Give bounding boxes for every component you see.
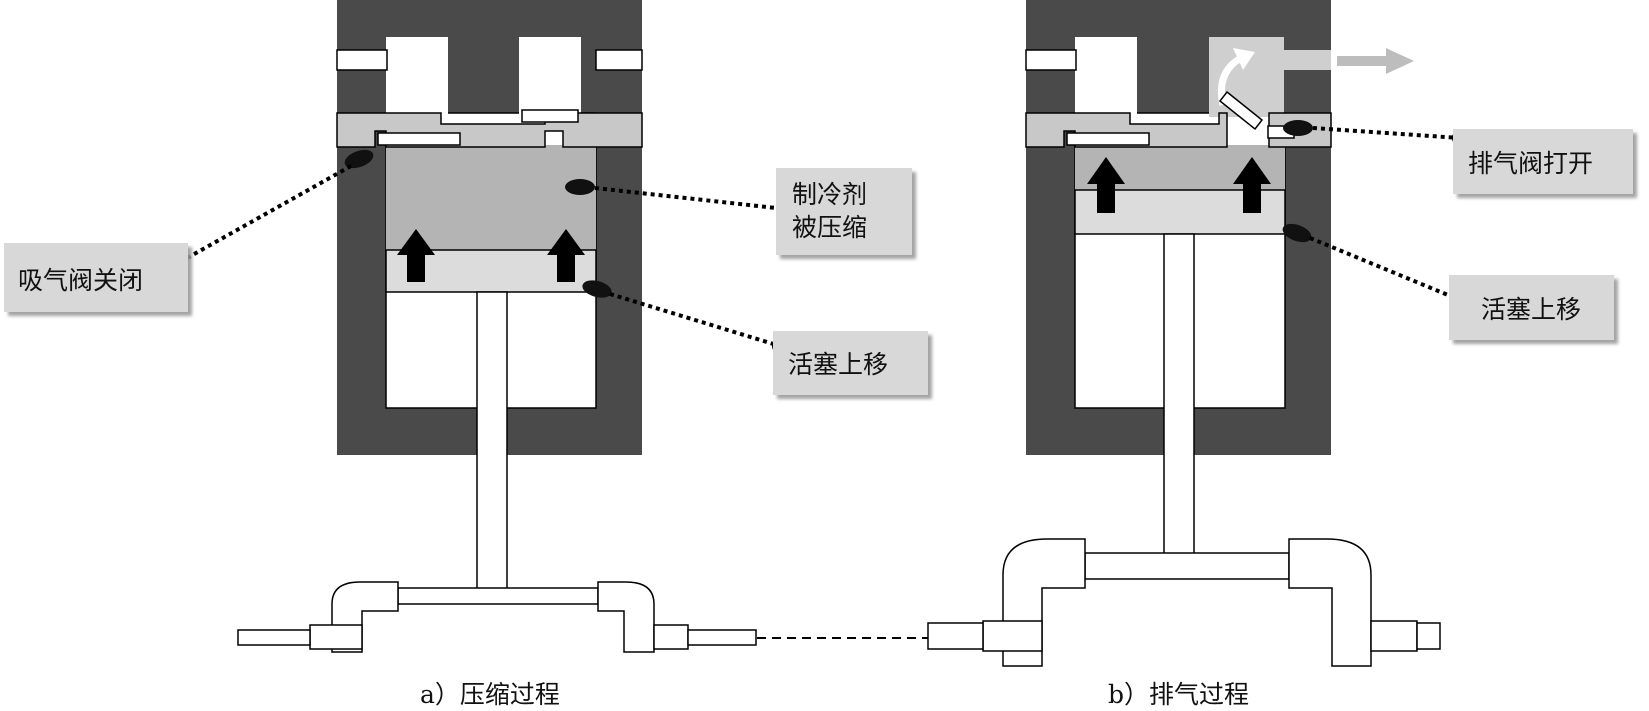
suction-valve-label: 吸气阀关闭 <box>18 266 143 295</box>
piston-label: 活塞上移 <box>788 350 888 379</box>
suction-port <box>1075 37 1137 117</box>
leader-suction <box>179 164 352 264</box>
callout-box-refrigerant <box>776 168 912 255</box>
shaft-stub-left <box>927 622 984 650</box>
callout-box-discharge <box>1453 129 1633 194</box>
valve-open-arrowhead <box>1233 48 1255 70</box>
suction-port <box>386 37 448 117</box>
callout-box-piston <box>773 331 928 395</box>
callout-box-suction <box>4 243 188 312</box>
caption-compression: a）压缩过程 <box>420 680 560 709</box>
leader-piston <box>1309 236 1461 302</box>
pointer-hand-icon <box>565 179 595 195</box>
piston-label: 活塞上移 <box>1481 295 1581 324</box>
crank-bar <box>397 587 599 605</box>
leader-piston <box>609 292 781 348</box>
head-slot-left <box>336 49 388 71</box>
crank-journal-left <box>309 624 363 650</box>
refrigerant-label-line1: 制冷剂 <box>792 180 867 209</box>
pointer-hand-icon <box>582 280 612 298</box>
connecting-rod <box>1163 233 1195 555</box>
crank-elbow-right <box>1288 538 1372 667</box>
piston-arrow-left <box>1087 157 1125 213</box>
pointer-hand-icon <box>344 149 374 169</box>
suction-valve-reed <box>1066 132 1150 146</box>
pointer-hand-icon <box>1283 120 1313 136</box>
refrigerant-label-line2: 被压缩 <box>792 213 867 242</box>
discharge-port <box>519 37 581 117</box>
discharge-valve-reed <box>521 109 579 123</box>
discharge-valve-reed-open <box>1218 90 1264 131</box>
shaft-stub-left <box>237 629 311 646</box>
crank-journal-left <box>982 620 1043 652</box>
piston-arrow-left <box>397 229 435 282</box>
piston-arrow-right <box>1233 157 1271 213</box>
caption-discharge: b）排气过程 <box>1108 680 1249 709</box>
compressed-gas-chamber <box>386 145 596 250</box>
panel-compression: 吸气阀关闭 制冷剂 被压缩 活塞上移 a）压缩过程 <box>4 0 928 709</box>
crank-bar <box>1084 552 1290 580</box>
connecting-rod <box>476 291 508 593</box>
panel-discharge: 排气阀打开 活塞上移 b）排气过程 <box>927 0 1633 709</box>
head-slot-left <box>1025 49 1077 71</box>
crank-journal-right <box>1370 620 1418 652</box>
head-slot-right <box>595 49 643 71</box>
pointer-hand-icon <box>1282 223 1312 243</box>
discharge-flow-arrow <box>1337 48 1414 74</box>
discharge-valve-label: 排气阀打开 <box>1468 149 1593 178</box>
leader-discharge <box>1312 126 1461 140</box>
crank-journal-right <box>653 624 689 650</box>
callout-box-piston <box>1449 275 1614 340</box>
crank-elbow-right <box>597 581 655 653</box>
shaft-stub-right <box>687 629 757 646</box>
suction-valve-reed <box>377 132 461 146</box>
shaft-stub-right <box>1416 622 1441 650</box>
head-slot-right <box>1284 50 1331 70</box>
piston-arrow-right <box>547 229 585 282</box>
